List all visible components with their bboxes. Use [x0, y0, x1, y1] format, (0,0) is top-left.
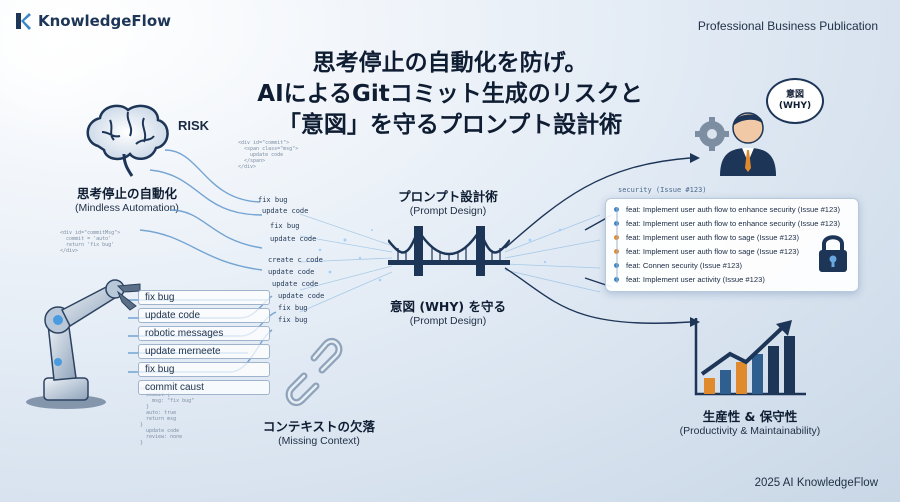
robot-arm-icon	[26, 279, 141, 409]
code-snippet-left: <div id="commitMsg"> commit = 'auto' ret…	[60, 230, 121, 254]
mindless-automation-jp: 思考停止の自動化	[76, 186, 177, 201]
why-bubble-jp: 意図	[785, 90, 804, 100]
command-item: update merneete	[138, 344, 270, 359]
commit-message: feat: Implement user activity (Issue #12…	[614, 275, 765, 284]
title-line-2: AIによるGitコミット生成のリスクと	[257, 81, 643, 107]
mindless-automation-label: 思考停止の自動化 (Mindless Automation)	[52, 183, 202, 214]
missing-context-en: (Missing Context)	[278, 435, 360, 447]
footer-copyright: 2025 AI KnowledgeFlow	[754, 477, 878, 489]
stream-line: fix bug	[258, 196, 288, 204]
prompt-design-label: プロンプト設計術 (Prompt Design)	[378, 186, 518, 217]
stream-line: fix bug	[270, 222, 300, 230]
why-bubble-en: (WHY)	[778, 101, 812, 111]
prompt-design-jp: プロンプト設計術	[398, 189, 498, 204]
commit-panel-header: security (Issue #123)	[618, 186, 707, 194]
productivity-label: 生産性 & 保守性 (Productivity & Maintainabilit…	[660, 406, 840, 437]
missing-context-label: コンテキストの欠落 (Missing Context)	[254, 416, 384, 447]
productivity-en: (Productivity & Maintainability)	[679, 425, 821, 437]
intent-why-bubble: 意図 (WHY)	[766, 78, 824, 124]
commit-timeline	[616, 207, 618, 283]
publication-label: Professional Business Publication	[697, 19, 878, 33]
command-item: fix bug	[138, 290, 270, 305]
bridge-icon	[388, 226, 510, 276]
risk-label: RISK	[178, 118, 210, 133]
broken-chain-icon	[285, 337, 343, 407]
missing-context-jp: コンテキストの欠落	[262, 419, 376, 434]
padlock-icon	[819, 235, 847, 272]
code-snippet-top: <div id="commit"> <span class="msg"> upd…	[238, 140, 299, 170]
protect-intent-label: 意図 (WHY) を守る (Prompt Design)	[378, 296, 518, 327]
title-line-3: 「意図」を守るプロンプト設計術	[277, 112, 623, 138]
growth-chart-icon	[694, 318, 806, 396]
stream-line: create c code	[268, 256, 323, 264]
stream-line: fix bug	[278, 316, 308, 324]
commit-message: feat: Implement user auth flow to sage (…	[614, 233, 799, 242]
stream-line: update code	[278, 292, 325, 300]
commit-message: feat: Implement user auth flow to enhanc…	[614, 205, 840, 214]
command-item: robotic messages	[138, 326, 270, 341]
brain-icon	[86, 104, 169, 177]
commit-list-panel: feat: Implement user auth flow to enhanc…	[605, 198, 859, 292]
stream-line: fix bug	[278, 304, 308, 312]
stream-line: update code	[270, 235, 317, 243]
protect-intent-en: (Prompt Design)	[409, 315, 487, 327]
stream-line: update code	[262, 207, 309, 215]
mindless-automation-en: (Mindless Automation)	[75, 202, 179, 214]
person-with-gears-icon	[695, 112, 776, 176]
protect-intent-jp: 意図 (WHY) を守る	[390, 299, 506, 314]
stream-line: update code	[272, 280, 319, 288]
prompt-design-en: (Prompt Design)	[409, 205, 487, 217]
command-item: commit caust	[138, 380, 270, 395]
commit-message: feat: Implement user auth flow to enhanc…	[614, 219, 840, 228]
stream-line: update code	[268, 268, 315, 276]
command-item: fix bug	[138, 362, 270, 377]
commit-message: feat: Implement user auth flow to sage (…	[614, 247, 799, 256]
brand-logo: KnowledgeFlow	[14, 12, 171, 30]
page-title: 思考停止の自動化を防げ。 AIによるGitコミット生成のリスクと 「意図」を守る…	[200, 48, 700, 141]
knowledgeflow-logo-icon	[16, 13, 31, 30]
command-item: update code	[138, 308, 270, 323]
title-line-1: 思考停止の自動化を防げ。	[312, 50, 588, 76]
commit-message: feat: Connen security (Issue #123)	[614, 261, 742, 270]
productivity-jp: 生産性 & 保守性	[702, 409, 798, 424]
brand-name: KnowledgeFlow	[38, 12, 171, 30]
